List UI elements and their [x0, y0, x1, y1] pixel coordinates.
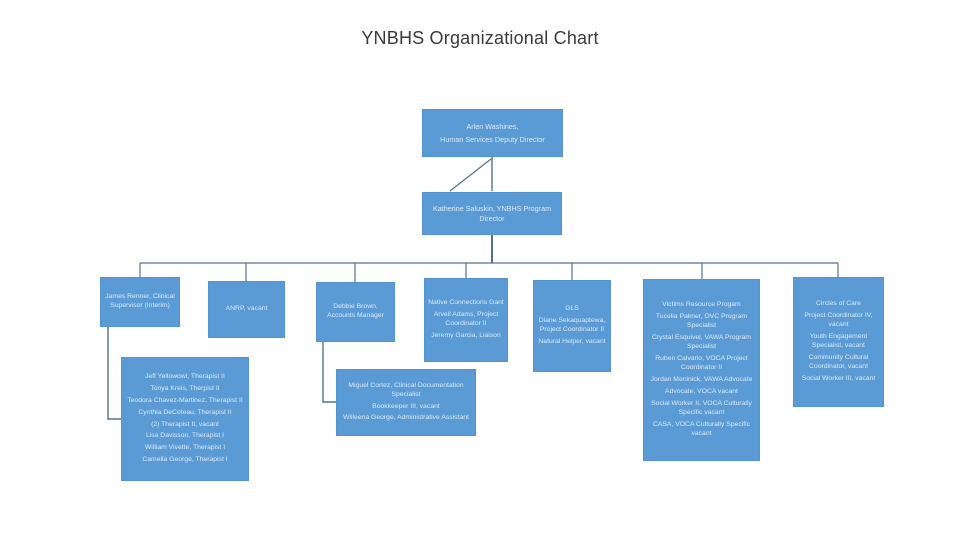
org-box-line: Community Cultural Coordinator, vacant: [808, 353, 869, 370]
org-box-line: Social Worker III, vacant: [801, 374, 876, 382]
org-box-clinical-supervisor: James Renner, Clinical Supervisor (Inter…: [100, 277, 180, 327]
org-box-line: Miguel Cortez, Clinical Documentation Sp…: [348, 381, 464, 398]
org-box-line: Diane Sekaquaptewa, Project Coordinator …: [538, 317, 606, 333]
org-box-line: Willeena George, Administrative Assistan…: [343, 414, 469, 422]
org-box-line: ANRP, vacant: [225, 305, 268, 313]
org-box-clerical-support: Miguel Cortez, Clinical Documentation Sp…: [336, 369, 476, 436]
org-box-gls: GLS Diane Sekaquaptewa, Project Coordina…: [533, 280, 611, 372]
org-box-line: Youth Engagement Specialist, vacant: [809, 333, 868, 349]
org-box-line: Bookkeeper III, vacant: [372, 402, 440, 410]
org-box-line: (2) Therapist II, vacant: [151, 420, 219, 428]
org-box-line: Arlen Washines,: [466, 122, 519, 131]
connector-debbie-clerical: [322, 342, 336, 403]
org-box-line: Jordan Meninick, VAWA Advocate: [650, 375, 753, 383]
org-box-line: Circles of Care: [816, 300, 861, 308]
org-box-line: Tonya Kreis, Therpist II: [150, 384, 220, 392]
org-box-line: Camella George, Therapist I: [142, 456, 228, 464]
org-box-line: Jeremy Garcia, Liaison: [431, 331, 501, 339]
org-box-circles-of-care: Circles of Care Project Coordinator IV, …: [793, 277, 884, 407]
org-box-line: Victims Resource Progam: [662, 301, 741, 309]
org-box-line: Social Worker II, VOCA Culturally Specif…: [651, 399, 752, 416]
connector-arlen-katherine-diagonal: [449, 158, 492, 192]
connector-james-therapists: [107, 327, 121, 420]
org-box-line: Lisa Davisson, Therapist I: [145, 432, 225, 440]
org-box-line: Debbie Brown, Accounts Manager: [327, 303, 384, 319]
org-box-line: Human Services Deputy Director: [440, 134, 545, 144]
org-box-line: Crystal Esquivel, VAWA Program Specialis…: [651, 334, 752, 351]
org-box-line: Native Connections Gant: [428, 299, 504, 307]
org-box-anrp: ANRP, vacant: [208, 281, 285, 338]
org-box-line: GLS: [565, 305, 579, 313]
org-box-line: Natural Helper, vacant: [538, 337, 606, 345]
org-box-line: Jeff Yellowowl, Therapist II: [145, 372, 225, 380]
org-box-line: William Vivette, Therapist I: [144, 444, 226, 452]
org-box-line: Arvell Adams, Project Coordinator II: [433, 311, 499, 327]
org-box-line: James Renner, Clinical Supervisor (Inter…: [105, 293, 175, 309]
org-box-line: Tucelia Palmer, OVC Program Specialist: [655, 313, 748, 330]
org-box-line: CASA, VOCA Culturally Specific vacant: [652, 420, 751, 437]
org-box-line: Cynthia DeCoteau, Therapist II: [138, 408, 232, 416]
org-box-program-director: Katherine Saluskin, YNBHS Program Direct…: [422, 192, 562, 235]
org-box-accounts-manager: Debbie Brown, Accounts Manager: [316, 282, 395, 342]
page-title: YNBHS Organizational Chart: [361, 28, 599, 48]
org-box-line: Project Coordinator IV, vacant: [804, 312, 873, 329]
org-box-therapists: Jeff Yellowowl, Therapist II Tonya Kreis…: [121, 357, 249, 481]
org-box-deputy-director: Arlen Washines, Human Services Deputy Di…: [422, 109, 563, 157]
org-box-line: Katherine Saluskin, YNBHS Program Direct…: [432, 204, 552, 223]
org-box-line: Ruben Calvario, VOCA Project Coordinator…: [655, 355, 748, 372]
org-box-victims-resource-program: Victims Resource Progam Tucelia Palmer, …: [643, 279, 760, 461]
org-box-line: Teodora Chavez-Martinez, Therapist II: [127, 396, 243, 404]
org-box-line: Advocate, VOCA vacant: [665, 387, 738, 395]
org-box-native-connections: Native Connections Gant Arvell Adams, Pr…: [424, 278, 508, 362]
